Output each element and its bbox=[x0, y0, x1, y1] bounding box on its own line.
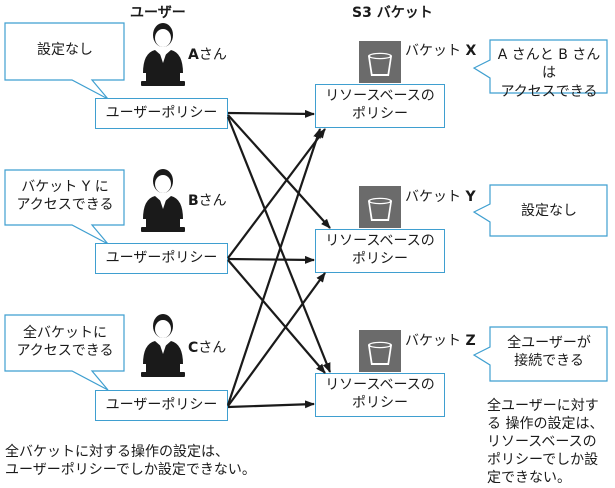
user-a-callout-text: 設定なし bbox=[37, 42, 93, 58]
user-laptop-icon bbox=[141, 23, 185, 86]
user-a-name: Aさん bbox=[188, 47, 227, 63]
bucket-x-callout-text: A さんと B さんはアクセスできる bbox=[497, 47, 601, 100]
user-b-name: Bさん bbox=[188, 193, 227, 209]
user-b-policy: ユーザーポリシー bbox=[95, 243, 228, 274]
callout-user-c bbox=[4, 314, 125, 391]
user-policy-note: 全バケットに対する操作の設定は、ユーザーポリシーでしか設定できない。 bbox=[5, 444, 256, 478]
buckets-header: S3 バケット bbox=[352, 5, 433, 21]
user-b-callout-text: バケット Y に アクセスできる bbox=[16, 179, 114, 214]
bucket-y-callout-text: 設定なし bbox=[521, 203, 577, 219]
callout-bucket-y bbox=[472, 184, 608, 237]
bucket-y-policy: リソースベースのポリシー bbox=[315, 229, 445, 273]
user-laptop-icon bbox=[141, 314, 185, 377]
bucket-z-policy: リソースベースのポリシー bbox=[315, 373, 445, 417]
user-laptop-icon bbox=[141, 169, 185, 232]
user-c-callout-text: 全バケットに アクセスできる bbox=[16, 325, 114, 360]
callout-bucket-x bbox=[472, 39, 608, 94]
bucket-z-callout-text: 全ユーザーが接続できる bbox=[507, 335, 591, 370]
users-header: ユーザー bbox=[130, 5, 186, 21]
s3-bucket-icon bbox=[359, 330, 401, 372]
bucket-x-policy: リソースベースのポリシー bbox=[315, 84, 445, 128]
user-c-policy: ユーザーポリシー bbox=[95, 390, 228, 421]
user-a-policy: ユーザーポリシー bbox=[95, 98, 228, 129]
s3-bucket-icon bbox=[359, 186, 401, 228]
callout-user-b bbox=[4, 169, 125, 245]
callout-user-a bbox=[4, 22, 125, 100]
resource-policy-note: 全ユーザーに対する 操作の設定は、リソースベースのポリシーでしか設定できない。 bbox=[487, 398, 604, 486]
user-c-name: Cさん bbox=[188, 340, 227, 356]
bucket-z-name: バケット Z bbox=[405, 333, 476, 349]
bucket-y-name: バケット Y bbox=[405, 189, 476, 205]
callout-bucket-z bbox=[472, 326, 608, 382]
s3-bucket-icon bbox=[359, 41, 401, 83]
bucket-x-name: バケット X bbox=[405, 43, 477, 59]
